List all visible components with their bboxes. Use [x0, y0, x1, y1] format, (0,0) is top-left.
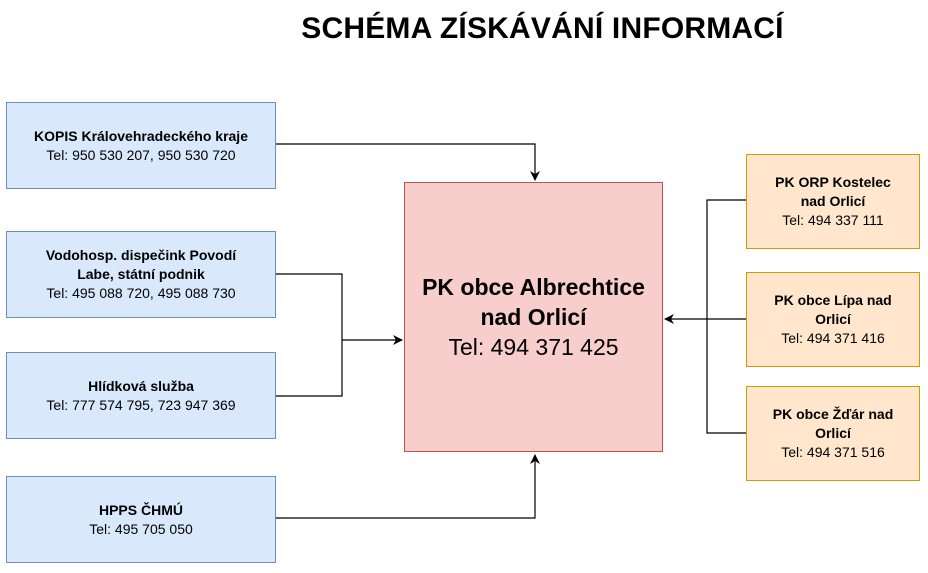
- source-node-hlidkova: Hlídková služba Tel: 777 574 795, 723 94…: [6, 352, 276, 439]
- center-node-albrechtice: PK obce Albrechtice nad Orlicí Tel: 494 …: [404, 182, 663, 452]
- connector-vodohosp: [276, 273, 343, 340]
- source-node-name: PK obce Lípa nad: [774, 292, 892, 308]
- source-node-name: Orlicí: [815, 425, 851, 441]
- source-node-phone: Tel: 494 371 516: [781, 444, 885, 460]
- source-node-name: nad Orlicí: [800, 193, 866, 209]
- source-node-vodohosp: Vodohosp. dispečink Povodí Labe, státní …: [6, 231, 276, 318]
- source-node-name: PK obce Žďár nad: [772, 406, 894, 422]
- source-node-phone: Tel: 950 530 207, 950 530 720: [46, 146, 236, 163]
- source-node-name: Labe, státní podnik: [77, 266, 205, 282]
- center-node-phone: Tel: 494 371 425: [448, 334, 619, 360]
- connector-zdar: [706, 319, 746, 434]
- source-node-kopis: KOPIS Královehradeckého kraje Tel: 950 5…: [6, 102, 276, 189]
- source-node-phone: Tel: 777 574 795, 723 947 369: [46, 396, 236, 413]
- source-node-name: HPPS ČHMÚ: [98, 501, 183, 518]
- connector-kopis: [276, 143, 540, 181]
- center-node-name-line1: PK obce Albrechtice: [422, 274, 645, 300]
- source-node-name: KOPIS Královehradeckého kraje: [34, 127, 248, 144]
- source-node-name: Vodohosp. dispečink Povodí: [45, 247, 237, 263]
- source-node-name: Orlicí: [815, 311, 851, 327]
- source-node-lipa: PK obce Lípa nad Orlicí Tel: 494 371 416: [746, 272, 920, 367]
- connector-hlidkova: [276, 340, 343, 397]
- source-node-name: PK ORP Kostelec: [775, 174, 891, 190]
- source-node-zdar: PK obce Žďár nad Orlicí Tel: 494 371 516: [746, 386, 920, 481]
- source-node-name: Hlídková služba: [88, 377, 194, 394]
- connector-hpps: [276, 454, 540, 519]
- source-node-hpps: HPPS ČHMÚ Tel: 495 705 050: [6, 476, 276, 563]
- connector-orp-kostelec: [706, 199, 746, 319]
- source-node-phone: Tel: 495 705 050: [89, 520, 193, 537]
- source-node-phone: Tel: 494 337 111: [782, 212, 884, 228]
- diagram-title: SCHÉMA ZÍSKÁVÁNÍ INFORMACÍ: [301, 12, 784, 45]
- center-node-name-line2: nad Orlicí: [480, 304, 587, 330]
- source-node-phone: Tel: 495 088 720, 495 088 730: [46, 285, 236, 301]
- source-node-phone: Tel: 494 371 416: [781, 330, 885, 346]
- source-node-orp-kostelec: PK ORP Kostelec nad Orlicí Tel: 494 337 …: [746, 154, 920, 249]
